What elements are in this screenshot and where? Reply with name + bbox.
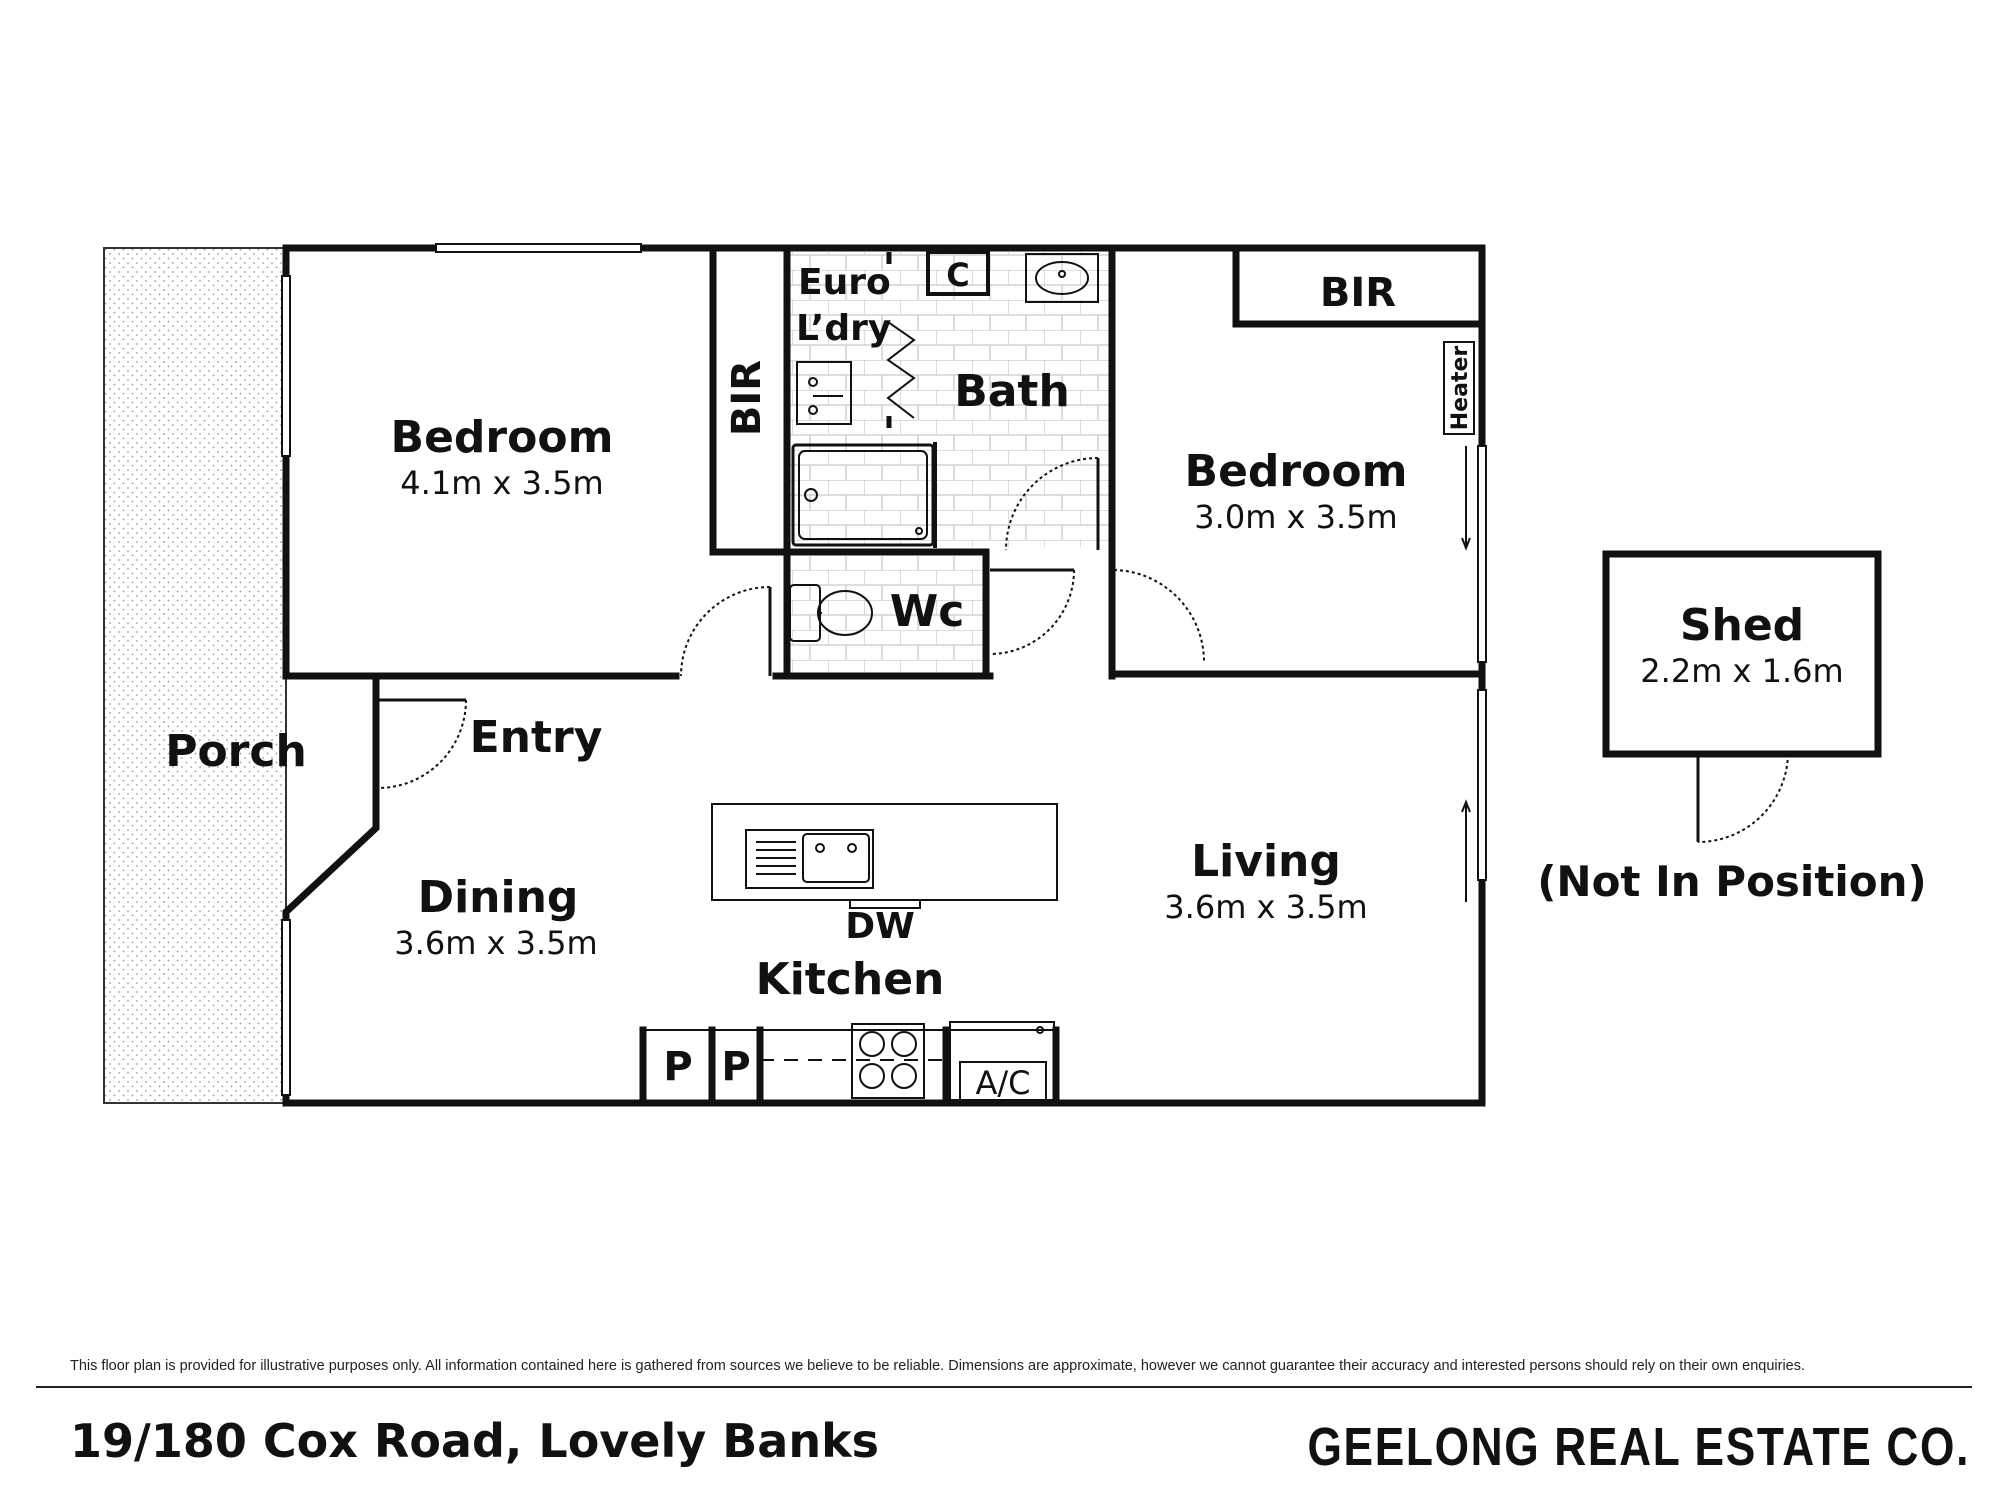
dishwasher-label: DW xyxy=(845,906,915,947)
bedroom1-label: Bedroom xyxy=(391,412,614,463)
agency-brand-logo: GEELONG REAL ESTATE CO. xyxy=(1307,1417,1970,1477)
bedroom2-dims: 3.0m x 3.5m xyxy=(1194,498,1397,536)
living-label: Living xyxy=(1191,836,1341,887)
entry-label: Entry xyxy=(470,712,603,763)
dining-dims: 3.6m x 3.5m xyxy=(394,924,597,962)
wc-label: Wc xyxy=(890,586,965,637)
fixtures xyxy=(281,243,1487,1103)
heater-label: Heater xyxy=(1448,346,1473,431)
pantry2-label: P xyxy=(721,1044,750,1090)
euro-laundry-line2: L’dry xyxy=(796,308,891,349)
ac-label: A/C xyxy=(975,1064,1030,1102)
bir2-label: BIR xyxy=(1320,270,1396,316)
bedroom2-label: Bedroom xyxy=(1185,446,1408,497)
disclaimer-text: This floor plan is provided for illustra… xyxy=(70,1358,1806,1374)
walls xyxy=(282,244,1882,1107)
footer-divider xyxy=(36,1386,1972,1388)
dining-label: Dining xyxy=(418,872,579,923)
pantry1-label: P xyxy=(663,1044,692,1090)
porch-label: Porch xyxy=(165,726,307,777)
shed-note: (Not In Position) xyxy=(1537,857,1927,906)
kitchen-label: Kitchen xyxy=(756,954,945,1005)
shed-label: Shed xyxy=(1680,600,1804,651)
bir1-label: BIR xyxy=(724,360,770,436)
bath-label: Bath xyxy=(954,366,1070,417)
living-dims: 3.6m x 3.5m xyxy=(1164,888,1367,926)
bedroom1-dims: 4.1m x 3.5m xyxy=(400,464,603,502)
porch-area xyxy=(103,247,287,1104)
euro-laundry-line1: Euro xyxy=(798,262,891,303)
property-address: 19/180 Cox Road, Lovely Banks xyxy=(70,1414,880,1468)
cupboard-label: C xyxy=(946,256,969,294)
shed-dims: 2.2m x 1.6m xyxy=(1640,652,1843,690)
door-swings xyxy=(377,457,1789,843)
